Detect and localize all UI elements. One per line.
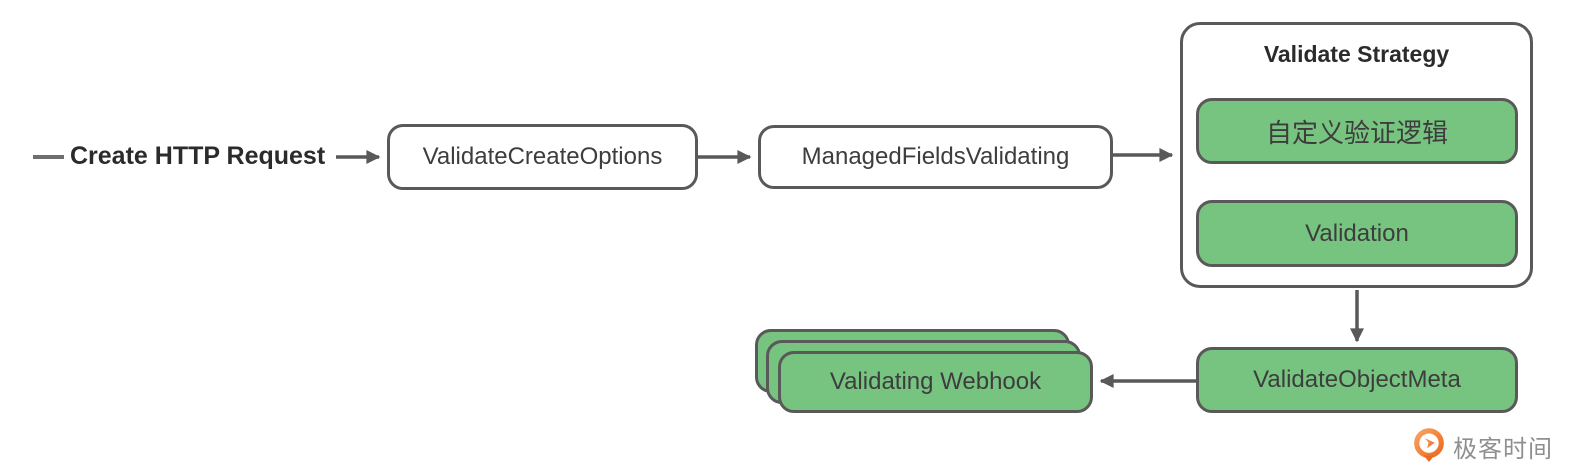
node-validating-webhook-label: Validating Webhook — [829, 368, 1042, 395]
geektime-icon — [1414, 428, 1444, 463]
validate-strategy-title: Validate Strategy — [1263, 41, 1450, 67]
brand-name: 极客时间 — [1453, 435, 1553, 463]
node-validation-label: Validation — [1305, 219, 1409, 247]
node-validating-webhook: Validating Webhook — [778, 351, 1093, 413]
node-managed-fields-validating: ManagedFieldsValidating — [758, 125, 1113, 189]
node-validate-object-meta: ValidateObjectMeta — [1196, 347, 1518, 413]
node-custom-validation-logic-label: 自定义验证逻辑 — [1265, 117, 1448, 148]
node-validate-object-meta-label: ValidateObjectMeta — [1253, 366, 1461, 393]
node-managed-fields-validating-label: ManagedFieldsValidating — [801, 143, 1070, 170]
node-validate-create-options-label: ValidateCreateOptions — [422, 143, 663, 170]
node-custom-validation-logic: 自定义验证逻辑 — [1196, 98, 1518, 164]
entry-label: Create HTTP Request — [70, 142, 326, 170]
node-validate-create-options: ValidateCreateOptions — [387, 124, 698, 190]
brand-logo: 极客时间 — [1412, 428, 1553, 464]
node-validation: Validation — [1196, 200, 1518, 267]
